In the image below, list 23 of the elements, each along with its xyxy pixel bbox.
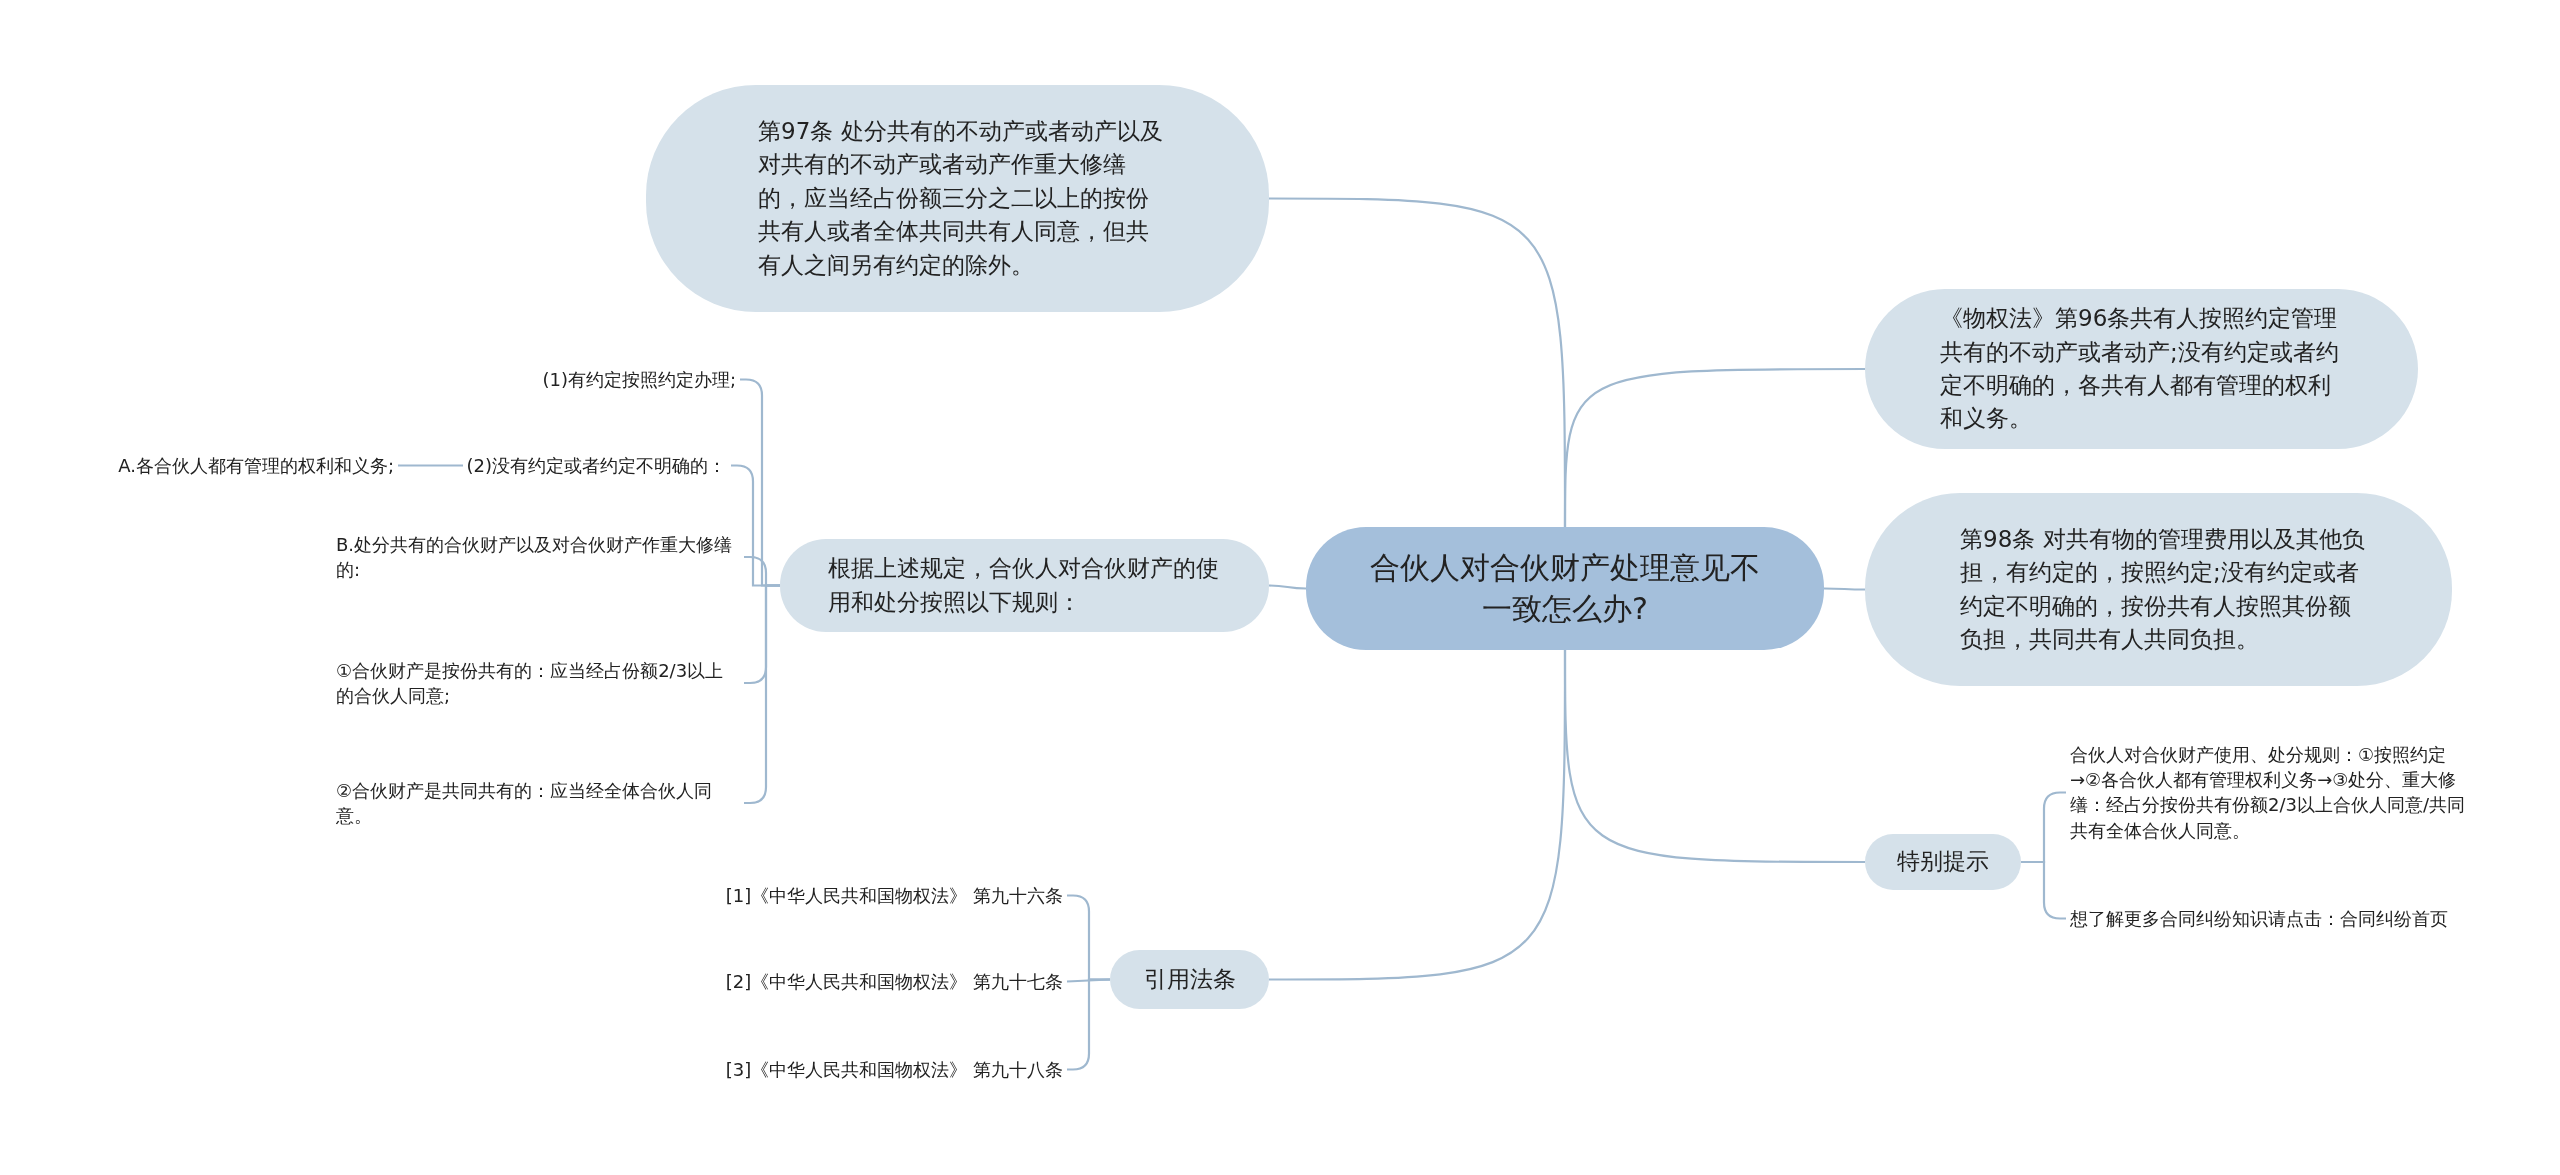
topic-box: 特别提示	[1865, 834, 2021, 890]
branch-text: ①合伙财产是按份共有的：应当经占份额2/3以上的合伙人同意;	[332, 656, 744, 711]
branch-text: (2)没有约定或者约定不明确的：	[462, 450, 730, 480]
branch-text: 合伙人对合伙财产使用、处分规则：①按照约定→②各合伙人都有管理权利义务→③处分、重大修缮：经占分按份共有份额2/3以上合伙人同意/共同共有全体合伙人同意。	[2066, 740, 2478, 845]
topic-box: 《物权法》第96条共有人按照约定管理共有的不动产或者动产;没有约定或者约定不明确的，各共有人都有管理的权利和义务。	[1865, 289, 2418, 449]
branch-text: B.处分共有的合伙财产以及对合伙财产作重大修缮的:	[332, 530, 744, 585]
branch-text: [3]《中华人民共和国物权法》 第九十八条	[721, 1054, 1067, 1084]
connector-line	[1563, 367, 1865, 527]
topic-box: 根据上述规定，合伙人对合伙财产的使用和处分按照以下规则：	[780, 539, 1269, 632]
topic-box: 第97条 处分共有的不动产或者动产以及对共有的不动产或者动产作重大修缮的，应当经占份额三分之二以上的按份共有人或者全体共同共有人同意，但共有人之间另有约定的除外。	[646, 85, 1269, 312]
connector-line	[1824, 587, 1865, 591]
topic-box: 引用法条	[1110, 950, 1269, 1009]
central-topic: 合伙人对合伙财产处理意见不一致怎么办?	[1306, 527, 1824, 650]
connector-line	[1563, 650, 1865, 864]
branch-text: (1)有约定按照约定办理;	[538, 364, 740, 394]
connector-line	[1269, 584, 1306, 590]
topic-box: 第98条 对共有物的管理费用以及其他负担，有约定的，按照约定;没有约定或者约定不明确的，按份共有人按照其份额负担，共同共有人共同负担。	[1865, 493, 2452, 686]
branch-text: [1]《中华人民共和国物权法》 第九十六条	[721, 880, 1067, 910]
branch-text: 想了解更多合同纠纷知识请点击：合同纠纷首页	[2066, 904, 2478, 934]
connector-line	[398, 464, 463, 467]
branch-text: [2]《中华人民共和国物权法》 第九十七条	[721, 966, 1067, 996]
branch-text: ②合伙财产是共同共有的：应当经全体合伙人同意。	[332, 776, 744, 831]
branch-text: A.各合伙人都有管理的权利和义务;	[114, 450, 398, 480]
